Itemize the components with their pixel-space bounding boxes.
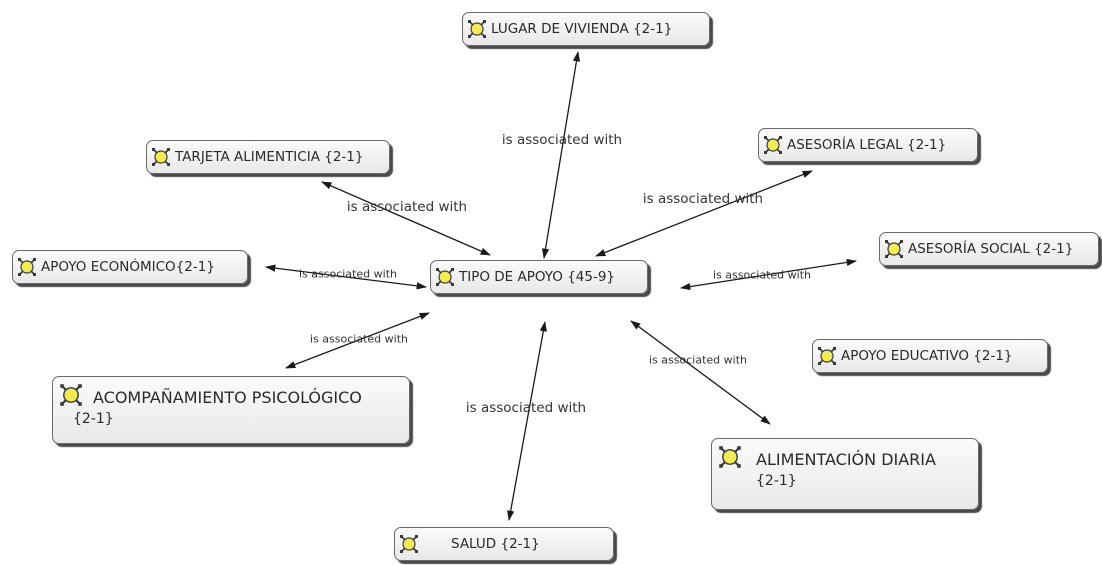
node-apoyo-educativo[interactable]: APOYO EDUCATIVO {2-1} [812, 339, 1048, 373]
edge-label-legal: is associated with [642, 191, 764, 207]
edge-label-lugar: is associated with [501, 132, 623, 148]
edge-alimentacion[interactable] [630, 320, 771, 425]
edge-legal[interactable] [595, 170, 813, 257]
node-label: APOYO EDUCATIVO {2-1} [841, 347, 1013, 364]
edge-label-economico: is associated with [299, 267, 397, 281]
edge-economico[interactable] [264, 264, 428, 290]
node-asesoria-social[interactable]: ASESORÍA SOCIAL {2-1} [879, 232, 1099, 266]
node-count: {2-1} [73, 411, 114, 427]
network-node-icon [885, 240, 903, 258]
edge-label-salud: is associated with [465, 400, 587, 416]
network-node-icon [152, 148, 170, 166]
network-node-icon [18, 258, 36, 276]
node-acompanamiento-psicologico[interactable]: ACOMPAÑAMIENTO PSICOLÓGICO {2-1} [52, 376, 410, 444]
edge-psicologico[interactable] [285, 312, 430, 369]
edge-label-tarjeta: is associated with [346, 199, 468, 215]
network-node-icon [764, 136, 782, 154]
node-text: ALIMENTACIÓN DIARIA {2-1} [756, 445, 936, 491]
edge-lugar[interactable] [541, 50, 581, 260]
node-asesoria-legal[interactable]: ASESORÍA LEGAL {2-1} [758, 128, 978, 162]
node-lugar-de-vivienda[interactable]: LUGAR DE VIVIENDA {2-1} [462, 12, 710, 46]
edge-social[interactable] [679, 258, 858, 291]
edge-label-psicologico: is associated with [310, 332, 408, 346]
network-node-icon [60, 384, 82, 406]
edge-label-alimentacion: is associated with [649, 353, 747, 367]
network-node-icon [400, 535, 418, 553]
network-node-icon [468, 20, 486, 38]
network-node-icon [818, 347, 836, 365]
node-salud[interactable]: SALUD {2-1} [394, 527, 614, 561]
network-node-icon [436, 268, 454, 286]
edge-label-social: is associated with [713, 268, 811, 282]
edge-salud[interactable] [507, 320, 547, 522]
node-label: ASESORÍA SOCIAL {2-1} [908, 240, 1074, 257]
node-label: ASESORÍA LEGAL {2-1} [787, 136, 947, 153]
node-label: TARJETA ALIMENTICIA {2-1} [175, 148, 364, 165]
node-label: TIPO DE APOYO {45-9} [459, 268, 616, 285]
node-tarjeta-alimenticia[interactable]: TARJETA ALIMENTICIA {2-1} [146, 140, 390, 174]
node-label: ALIMENTACIÓN DIARIA [756, 450, 936, 469]
node-tipo-de-apoyo[interactable]: TIPO DE APOYO {45-9} [430, 260, 648, 294]
node-label: LUGAR DE VIVIENDA {2-1} [491, 20, 673, 37]
node-label: ACOMPAÑAMIENTO PSICOLÓGICO [93, 388, 362, 407]
node-text: ACOMPAÑAMIENTO PSICOLÓGICO {2-1} [73, 383, 362, 429]
network-node-icon [719, 446, 741, 468]
node-apoyo-economico[interactable]: APOYO ECONÓMICO{2-1} [12, 250, 248, 284]
node-count: {2-1} [756, 473, 797, 489]
node-alimentacion-diaria[interactable]: ALIMENTACIÓN DIARIA {2-1} [711, 438, 979, 510]
node-label: SALUD {2-1} [451, 535, 540, 552]
node-label: APOYO ECONÓMICO{2-1} [41, 258, 215, 275]
edge-tarjeta[interactable] [321, 181, 491, 256]
